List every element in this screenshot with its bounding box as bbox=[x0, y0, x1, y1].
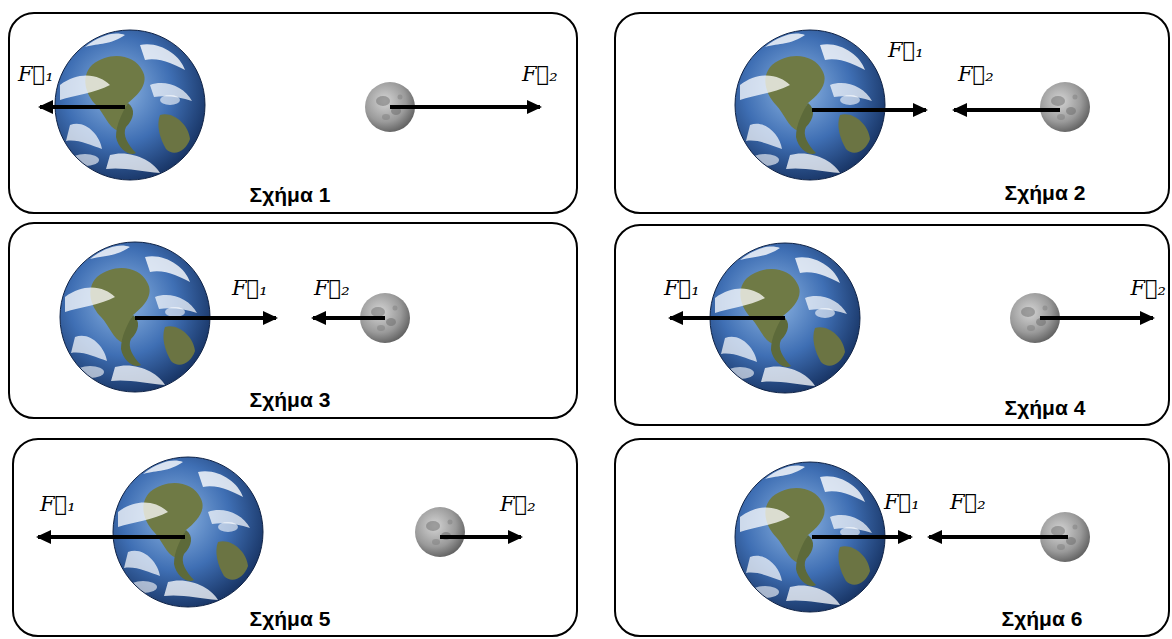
force-label: F⃗₁ bbox=[18, 62, 54, 87]
figure-panel: Σχήμα 1 bbox=[8, 12, 578, 214]
figure-panel: Σχήμα 3 bbox=[8, 222, 578, 419]
force-label: F⃗₂ bbox=[314, 276, 350, 301]
figure-panel: Σχήμα 4 bbox=[614, 224, 1170, 426]
panel-caption: Σχήμα 3 bbox=[250, 388, 331, 412]
force-label: F⃗₂ bbox=[950, 490, 986, 515]
force-label: F⃗₂ bbox=[958, 62, 994, 87]
force-label: F⃗₁ bbox=[232, 276, 268, 301]
panel-caption: Σχήμα 4 bbox=[1005, 396, 1086, 420]
figure-panel: Σχήμα 6 bbox=[614, 438, 1170, 637]
figure-panel: Σχήμα 5 bbox=[12, 438, 578, 637]
panel-caption: Σχήμα 2 bbox=[1005, 181, 1086, 205]
panel-caption: Σχήμα 5 bbox=[250, 607, 331, 631]
force-label: F⃗₂ bbox=[1130, 276, 1166, 301]
force-label: F⃗₁ bbox=[884, 490, 920, 515]
force-label: F⃗₁ bbox=[888, 38, 924, 63]
panel-caption: Σχήμα 6 bbox=[1002, 607, 1083, 631]
force-label: F⃗₂ bbox=[522, 62, 558, 87]
force-label: F⃗₁ bbox=[40, 492, 76, 517]
panel-caption: Σχήμα 1 bbox=[250, 183, 331, 207]
force-label: F⃗₁ bbox=[664, 276, 700, 301]
force-label: F⃗₂ bbox=[500, 492, 536, 517]
